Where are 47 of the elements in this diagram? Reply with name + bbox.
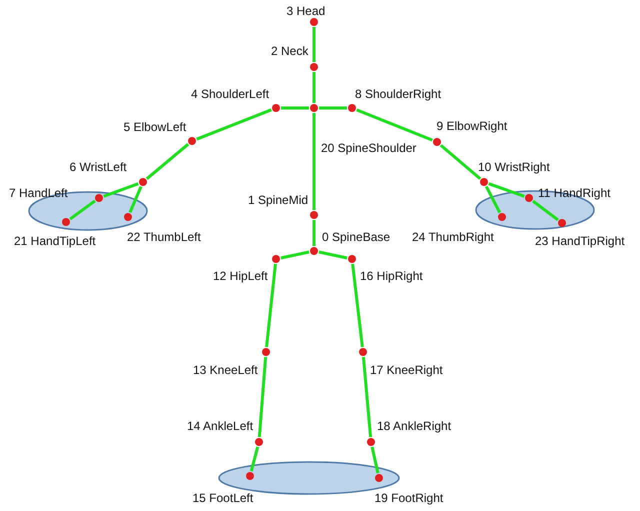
- joint-label: 18 AnkleRight: [377, 419, 452, 433]
- bone-line: [196, 108, 272, 141]
- joint-label: 23 HandTipRight: [535, 234, 625, 248]
- bone-line: [146, 143, 190, 180]
- joint-label: 0 SpineBase: [322, 230, 390, 244]
- bone-line: [351, 264, 364, 348]
- joint-label: 16 HipRight: [360, 269, 423, 283]
- joint-label: 9 ElbowRight: [436, 119, 508, 133]
- bone-line: [532, 200, 559, 222]
- joint-label: 21 HandTipLeft: [14, 234, 96, 248]
- joint-label: 7 HandLeft: [9, 186, 68, 200]
- joint-label: 13 KneeLeft: [193, 363, 258, 377]
- joint-label: 4 ShoulderLeft: [191, 87, 270, 101]
- joint-label: 11 HandRight: [538, 186, 610, 200]
- bone-line: [356, 108, 433, 142]
- joint-label: 10 WristRight: [478, 160, 550, 174]
- bone-line: [280, 250, 310, 260]
- joint-label: 17 KneeRight: [370, 363, 443, 377]
- bone-line: [318, 250, 348, 260]
- joint-label: 20 SpineShoulder: [321, 141, 416, 155]
- bone-line: [281, 106, 309, 110]
- joint-label: 24 ThumbRight: [412, 230, 494, 244]
- bone-line: [362, 356, 372, 438]
- bone-line: [312, 113, 316, 210]
- bone-line: [488, 182, 525, 198]
- bone-line: [312, 72, 316, 103]
- joint-label: 12 HipLeft: [213, 269, 268, 283]
- bone-line: [312, 220, 316, 246]
- joint-label: 8 ShoulderRight: [355, 87, 442, 101]
- joint-label: 14 AnkleLeft: [187, 419, 254, 433]
- joint-label: 5 ElbowLeft: [124, 120, 186, 134]
- joint-label: 2 Neck: [271, 44, 308, 58]
- bone-line: [312, 27, 316, 62]
- joint-label: 19 FootRight: [374, 491, 444, 505]
- joint-label: 15 FootLeft: [192, 491, 254, 505]
- bone-line: [258, 356, 268, 438]
- joint-label: 3 Head: [286, 4, 326, 18]
- bone-line: [440, 144, 482, 180]
- joint-label: 6 WristLeft: [70, 160, 127, 174]
- joint-label: 22 ThumbLeft: [127, 230, 201, 244]
- bone-line: [484, 186, 502, 214]
- bone-line: [103, 182, 139, 198]
- bone-line: [250, 446, 260, 472]
- bone-line: [265, 264, 277, 348]
- bone-line: [69, 200, 96, 220]
- bone-line: [319, 106, 347, 110]
- joint-label: 1 SpineMid: [248, 193, 308, 207]
